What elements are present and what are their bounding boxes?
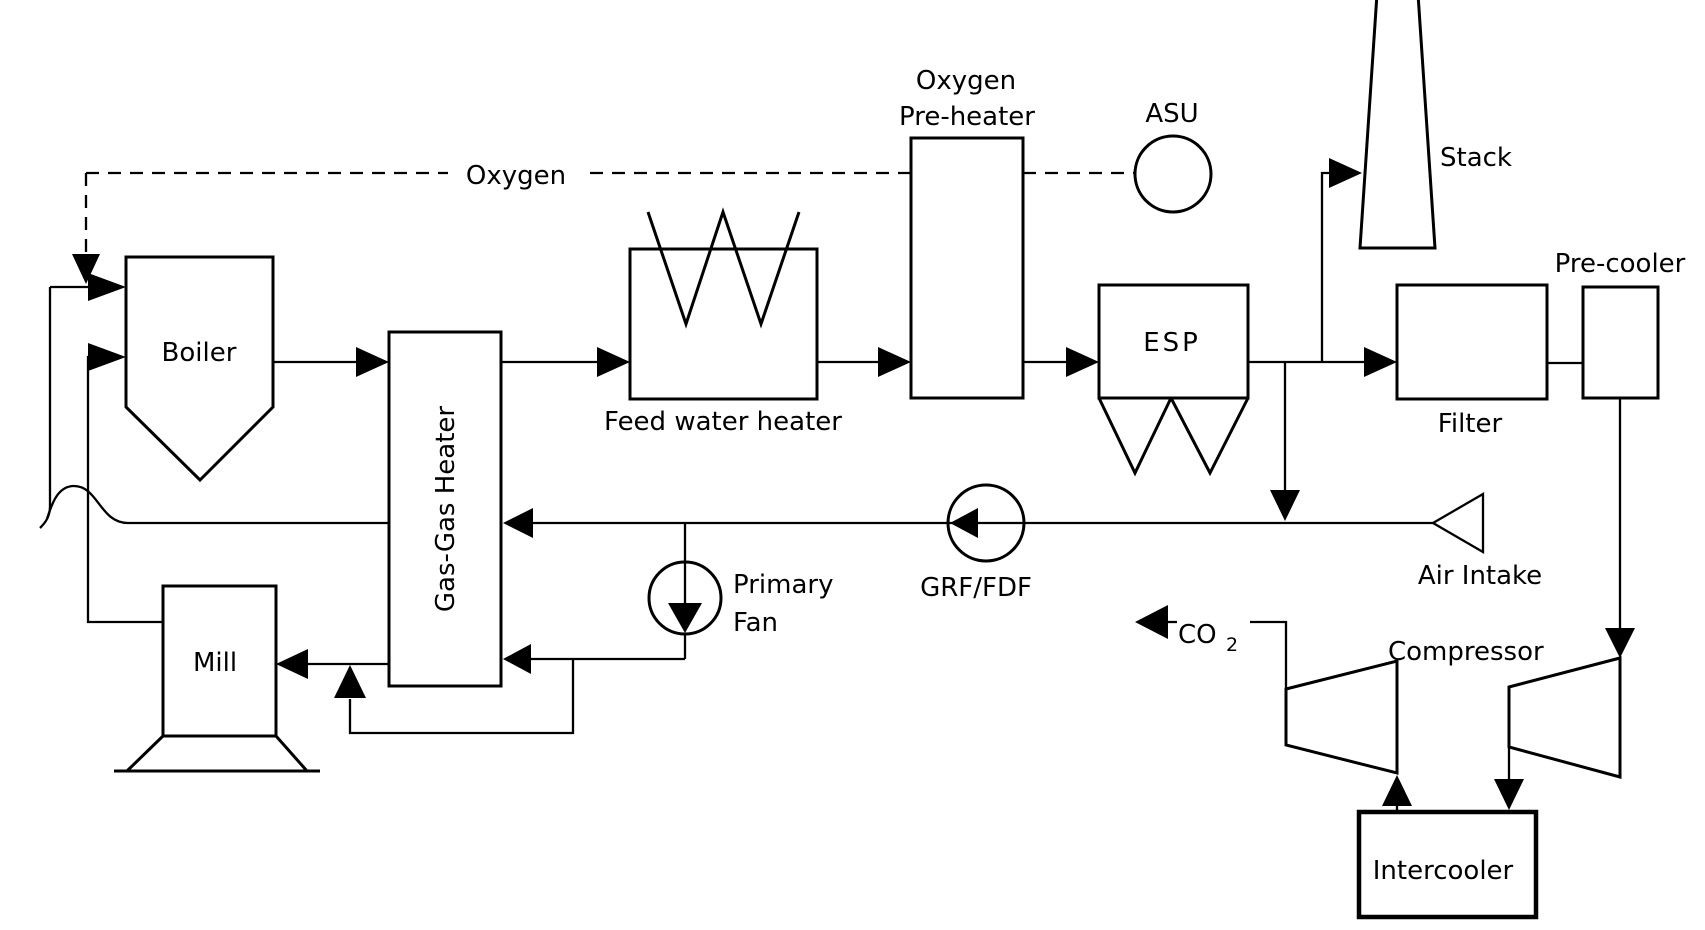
boiler-shape bbox=[124, 255, 275, 483]
arrow-into-o2ph bbox=[878, 347, 911, 377]
arrow-into-ggh bbox=[356, 347, 389, 377]
oxygen-preheater-label-line2: Pre-heater bbox=[899, 102, 1035, 132]
mill-base bbox=[114, 734, 320, 773]
primary-fan-label-line1: Primary bbox=[733, 570, 833, 600]
asu-shape bbox=[1133, 134, 1213, 214]
arrow-grf-fdf bbox=[950, 508, 978, 538]
arrow-into-fwh bbox=[597, 347, 630, 377]
oxygen-preheater-label-line1: Oxygen bbox=[916, 66, 1016, 96]
air-intake-shape bbox=[1430, 492, 1485, 554]
asu-label: ASU bbox=[1145, 99, 1198, 129]
line-riser-to-boiler bbox=[39, 287, 52, 529]
co2-label: CO bbox=[1178, 620, 1217, 650]
oxygen-stream-label: Oxygen bbox=[466, 161, 566, 191]
line-fan-loop-to-mill bbox=[348, 659, 575, 735]
arrow-into-boiler-coal bbox=[88, 343, 126, 371]
primary-fan-label-line2: Fan bbox=[733, 608, 778, 638]
filter-label: Filter bbox=[1438, 409, 1503, 439]
intercooler-shape bbox=[1356, 809, 1539, 920]
compressor-left-shape bbox=[1284, 659, 1399, 775]
line-recycle-wave bbox=[45, 484, 389, 525]
grf-fdf-label: GRF/FDF bbox=[920, 573, 1032, 603]
mill-label: Mill bbox=[193, 648, 237, 678]
compressor-label: Compressor bbox=[1388, 637, 1544, 667]
co2-label-subscript: 2 bbox=[1226, 634, 1238, 656]
arrow-fan-into-ggh bbox=[503, 644, 531, 674]
line-co2-out bbox=[1250, 620, 1288, 689]
oxygen-preheater-shape bbox=[909, 136, 1025, 400]
gas-gas-heater-shape bbox=[387, 330, 503, 688]
oxygen-dashed-lines bbox=[84, 171, 1135, 256]
precooler-shape bbox=[1581, 285, 1660, 400]
feed-water-heater-label: Feed water heater bbox=[604, 407, 842, 437]
gas-gas-heater-label: Gas-Gas Heater bbox=[431, 406, 461, 613]
feed-water-heater-shape bbox=[628, 247, 819, 401]
line-to-stack bbox=[1320, 171, 1331, 362]
arrow-co2-out bbox=[1135, 605, 1168, 639]
arrow-loop-up bbox=[334, 665, 366, 698]
feed-water-heater-coil bbox=[646, 207, 801, 329]
esp-shape bbox=[1097, 283, 1250, 400]
arrow-into-stack bbox=[1329, 158, 1362, 188]
filter-shape bbox=[1395, 283, 1549, 401]
arrow-primary-fan bbox=[668, 603, 702, 633]
stack-label: Stack bbox=[1440, 143, 1512, 173]
equipment bbox=[114, 0, 1660, 920]
air-intake-label: Air Intake bbox=[1418, 561, 1542, 591]
arrow-into-intercooler bbox=[1494, 779, 1524, 810]
stack-shape bbox=[1358, 0, 1437, 250]
labels: Boiler Gas-Gas Heater Feed water heater … bbox=[162, 66, 1686, 886]
arrow-into-compressor-right bbox=[1605, 628, 1635, 658]
arrow-recycle-into-ggh bbox=[503, 508, 533, 538]
grf-fdf-fan-shape bbox=[946, 483, 1026, 563]
arrowheads bbox=[72, 158, 1635, 810]
arrow-into-boiler-top bbox=[88, 273, 126, 301]
arrow-down-to-recycle bbox=[1270, 490, 1300, 521]
intercooler-label: Intercooler bbox=[1373, 856, 1514, 886]
arrow-into-mill bbox=[276, 649, 308, 679]
compressor-right-shape bbox=[1507, 656, 1622, 779]
arrow-into-compressor-left bbox=[1382, 775, 1412, 806]
mill-shape bbox=[161, 584, 278, 738]
precooler-label: Pre-cooler bbox=[1555, 249, 1686, 279]
primary-fan-shape bbox=[647, 560, 723, 636]
arrow-into-esp bbox=[1066, 347, 1099, 377]
arrow-oxygen-down bbox=[72, 254, 100, 284]
esp-label: ESP bbox=[1143, 328, 1201, 358]
esp-hoppers bbox=[1097, 397, 1250, 477]
boiler-label: Boiler bbox=[162, 338, 237, 368]
arrow-into-filter bbox=[1364, 347, 1397, 377]
